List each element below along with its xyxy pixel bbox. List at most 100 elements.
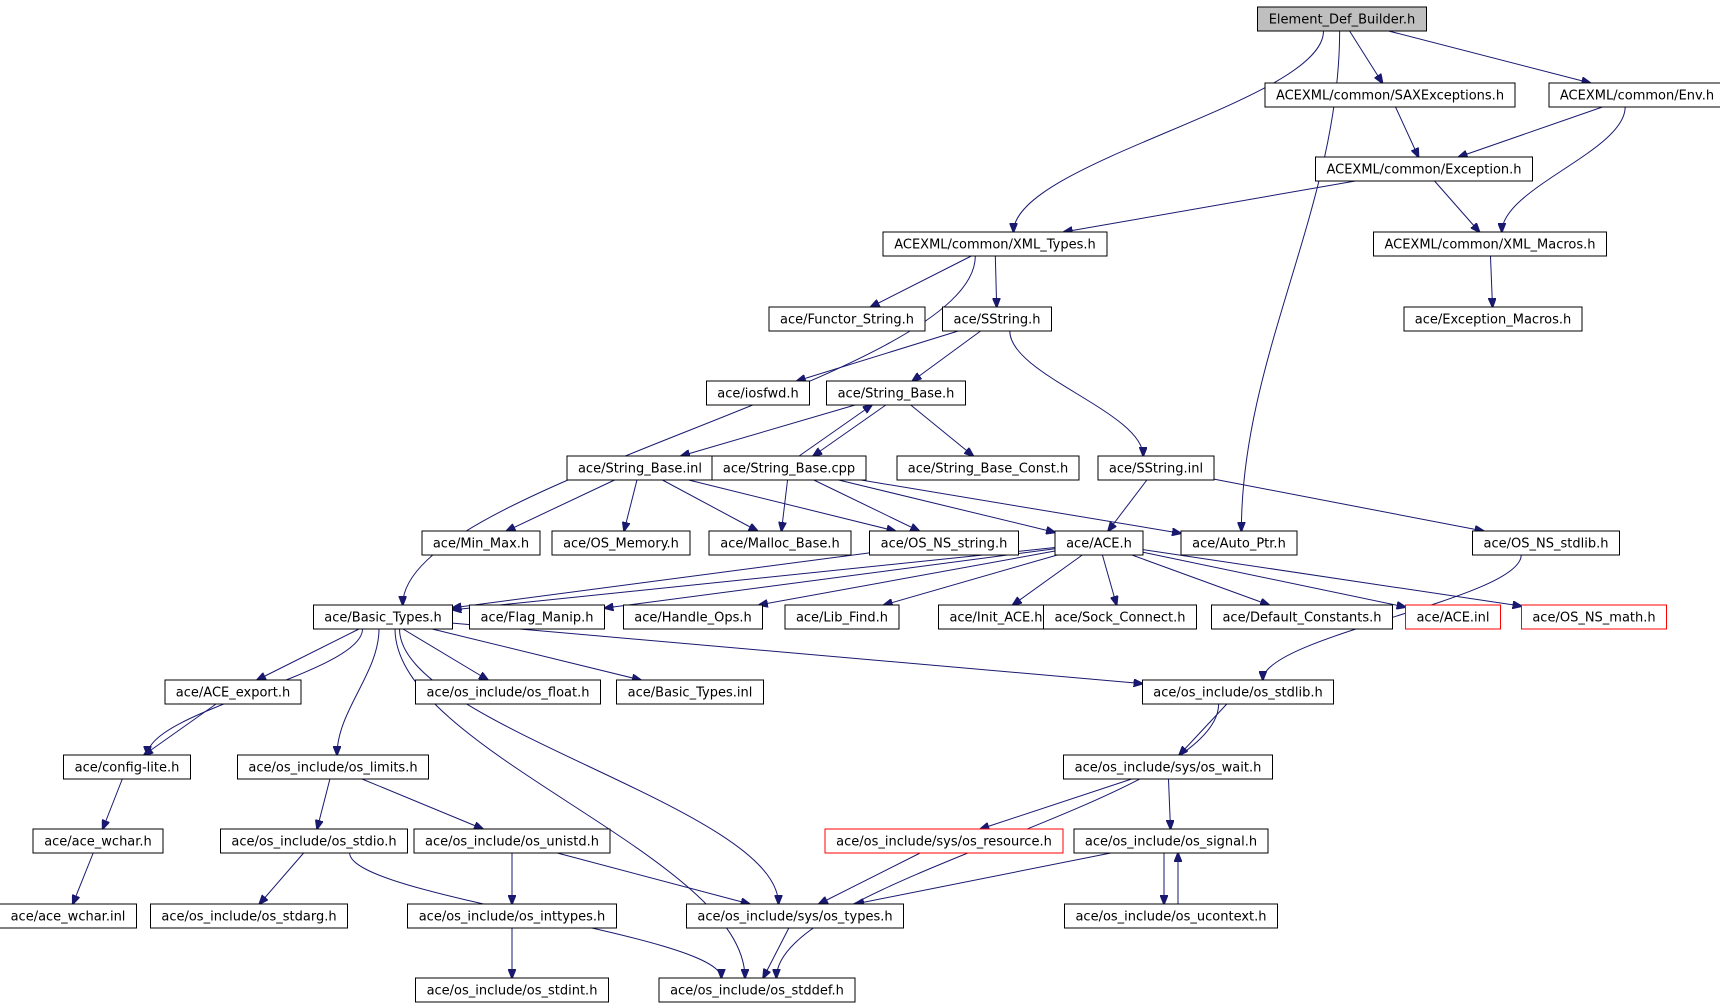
node-box[interactable] — [0, 903, 137, 929]
node-handle-ops[interactable]: ace/Handle_Ops.h — [623, 604, 763, 630]
node-box[interactable] — [220, 828, 408, 854]
node-box[interactable] — [1315, 156, 1533, 182]
node-flag-manip[interactable]: ace/Flag_Manip.h — [469, 604, 605, 630]
node-env[interactable]: ACEXML/common/Env.h — [1548, 82, 1720, 108]
node-os-signal[interactable]: ace/os_include/os_signal.h — [1073, 828, 1269, 854]
node-exception-macros[interactable]: ace/Exception_Macros.h — [1403, 306, 1583, 332]
node-os-ns-stdlib[interactable]: ace/OS_NS_stdlib.h — [1472, 530, 1620, 556]
node-box[interactable] — [413, 828, 611, 854]
node-box[interactable] — [551, 530, 691, 556]
node-saxexceptions[interactable]: ACEXML/common/SAXExceptions.h — [1264, 82, 1516, 108]
node-sys-os-resource[interactable]: ace/os_include/sys/os_resource.h — [824, 828, 1064, 854]
node-box[interactable] — [421, 530, 541, 556]
node-lib-find[interactable]: ace/Lib_Find.h — [784, 604, 900, 630]
node-os-stdarg[interactable]: ace/os_include/os_stdarg.h — [150, 903, 348, 929]
node-config-lite[interactable]: ace/config-lite.h — [63, 754, 191, 780]
node-os-stddef[interactable]: ace/os_include/os_stddef.h — [658, 977, 856, 1003]
node-element-def-builder[interactable]: Element_Def_Builder.h — [1257, 6, 1427, 32]
node-box[interactable] — [1403, 306, 1583, 332]
node-xml-types[interactable]: ACEXML/common/XML_Types.h — [882, 231, 1108, 257]
node-box[interactable] — [1063, 754, 1273, 780]
node-box[interactable] — [415, 679, 601, 705]
node-init-ace[interactable]: ace/Init_ACE.h — [938, 604, 1054, 630]
node-box[interactable] — [896, 455, 1080, 481]
node-box[interactable] — [1097, 455, 1215, 481]
node-box[interactable] — [623, 604, 763, 630]
node-box[interactable] — [164, 679, 302, 705]
node-box[interactable] — [150, 903, 348, 929]
node-sock-connect[interactable]: ace/Sock_Connect.h — [1043, 604, 1197, 630]
node-malloc-base[interactable]: ace/Malloc_Base.h — [708, 530, 852, 556]
node-box[interactable] — [942, 306, 1052, 332]
node-box[interactable] — [1405, 604, 1501, 630]
node-basic-types-inl[interactable]: ace/Basic_Types.inl — [616, 679, 764, 705]
node-box[interactable] — [708, 530, 852, 556]
node-box[interactable] — [407, 903, 617, 929]
node-basic-types-h[interactable]: ace/Basic_Types.h — [313, 604, 453, 630]
node-string-base-const[interactable]: ace/String_Base_Const.h — [896, 455, 1080, 481]
node-box[interactable] — [1064, 903, 1278, 929]
node-xml-macros[interactable]: ACEXML/common/XML_Macros.h — [1373, 231, 1607, 257]
node-box[interactable] — [566, 455, 714, 481]
node-box[interactable] — [1043, 604, 1197, 630]
node-box[interactable] — [1211, 604, 1393, 630]
node-os-inttypes[interactable]: ace/os_include/os_inttypes.h — [407, 903, 617, 929]
node-exception[interactable]: ACEXML/common/Exception.h — [1315, 156, 1533, 182]
node-box[interactable] — [686, 903, 904, 929]
node-ace-h[interactable]: ace/ACE.h — [1054, 530, 1144, 556]
node-box[interactable] — [1257, 6, 1427, 32]
node-functor-string[interactable]: ace/Functor_String.h — [768, 306, 926, 332]
node-box[interactable] — [1264, 82, 1516, 108]
node-box[interactable] — [1073, 828, 1269, 854]
node-box[interactable] — [616, 679, 764, 705]
node-box[interactable] — [882, 231, 1108, 257]
node-os-stdio[interactable]: ace/os_include/os_stdio.h — [220, 828, 408, 854]
node-box[interactable] — [63, 754, 191, 780]
node-box[interactable] — [1548, 82, 1720, 108]
node-ace-wchar-inl[interactable]: ace/ace_wchar.inl — [0, 903, 137, 929]
node-box[interactable] — [469, 604, 605, 630]
node-box[interactable] — [706, 380, 810, 406]
node-os-memory[interactable]: ace/OS_Memory.h — [551, 530, 691, 556]
node-box[interactable] — [415, 977, 609, 1003]
node-sys-os-types[interactable]: ace/os_include/sys/os_types.h — [686, 903, 904, 929]
node-box[interactable] — [1054, 530, 1144, 556]
node-min-max[interactable]: ace/Min_Max.h — [421, 530, 541, 556]
node-string-base-inl[interactable]: ace/String_Base.inl — [566, 455, 714, 481]
node-sys-os-wait[interactable]: ace/os_include/sys/os_wait.h — [1063, 754, 1273, 780]
node-box[interactable] — [237, 754, 429, 780]
node-box[interactable] — [824, 828, 1064, 854]
node-box[interactable] — [1373, 231, 1607, 257]
node-os-stdlib[interactable]: ace/os_include/os_stdlib.h — [1142, 679, 1334, 705]
node-os-ns-math[interactable]: ace/OS_NS_math.h — [1521, 604, 1667, 630]
node-box[interactable] — [784, 604, 900, 630]
node-string-base-cpp[interactable]: ace/String_Base.cpp — [711, 455, 867, 481]
node-box[interactable] — [1521, 604, 1667, 630]
node-box[interactable] — [1180, 530, 1298, 556]
node-box[interactable] — [869, 530, 1019, 556]
node-os-float[interactable]: ace/os_include/os_float.h — [415, 679, 601, 705]
node-auto-ptr[interactable]: ace/Auto_Ptr.h — [1180, 530, 1298, 556]
edge-saxexceptions-to-exception — [1395, 106, 1419, 157]
node-box[interactable] — [313, 604, 453, 630]
node-sstring-inl[interactable]: ace/SString.inl — [1097, 455, 1215, 481]
node-string-base-h[interactable]: ace/String_Base.h — [826, 380, 966, 406]
node-box[interactable] — [826, 380, 966, 406]
node-sstring-h[interactable]: ace/SString.h — [942, 306, 1052, 332]
node-ace-wchar-h[interactable]: ace/ace_wchar.h — [32, 828, 164, 854]
node-os-stdint[interactable]: ace/os_include/os_stdint.h — [415, 977, 609, 1003]
node-iosfwd[interactable]: ace/iosfwd.h — [706, 380, 810, 406]
node-ace-inl[interactable]: ace/ACE.inl — [1405, 604, 1501, 630]
node-box[interactable] — [658, 977, 856, 1003]
node-os-ns-string[interactable]: ace/OS_NS_string.h — [869, 530, 1019, 556]
node-box[interactable] — [32, 828, 164, 854]
node-box[interactable] — [711, 455, 867, 481]
node-default-constants[interactable]: ace/Default_Constants.h — [1211, 604, 1393, 630]
node-box[interactable] — [768, 306, 926, 332]
node-ace-export[interactable]: ace/ACE_export.h — [164, 679, 302, 705]
node-box[interactable] — [1142, 679, 1334, 705]
node-os-limits[interactable]: ace/os_include/os_limits.h — [237, 754, 429, 780]
node-box[interactable] — [1472, 530, 1620, 556]
node-os-ucontext[interactable]: ace/os_include/os_ucontext.h — [1064, 903, 1278, 929]
node-os-unistd[interactable]: ace/os_include/os_unistd.h — [413, 828, 611, 854]
